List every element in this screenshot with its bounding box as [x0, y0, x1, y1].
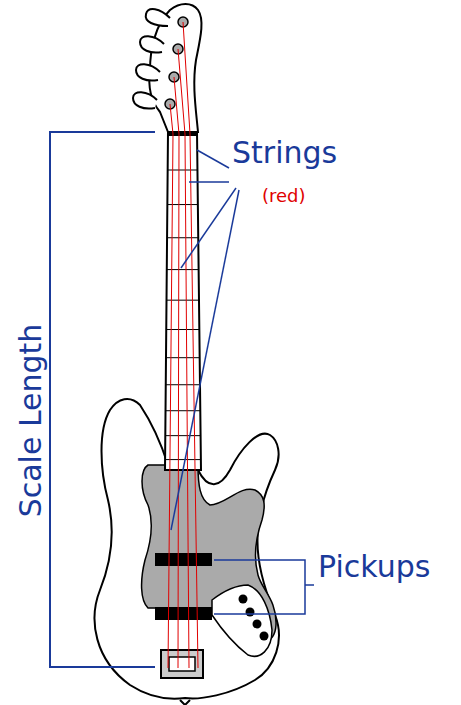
scale-length-label: Scale Length: [15, 323, 48, 517]
tuner-posts: [165, 17, 188, 109]
pickups-label: Pickups: [318, 550, 430, 583]
pickups-leader: [305, 584, 314, 586]
scale-length-bracket: [50, 132, 155, 667]
pickup: [155, 553, 212, 566]
pickups-bracket: [214, 560, 305, 614]
strings: [168, 22, 198, 668]
bridge: [161, 650, 203, 678]
strings-leader-lines: [171, 150, 239, 530]
tuners: [133, 9, 170, 108]
bridge-saddle: [169, 657, 195, 671]
strings-color-note: (red): [262, 186, 306, 206]
control-plate: [212, 585, 272, 656]
control-knobs: [239, 595, 269, 641]
pickup: [155, 607, 212, 620]
strings-label: Strings: [232, 136, 337, 169]
nut: [168, 132, 197, 136]
strap-button: [180, 700, 190, 705]
